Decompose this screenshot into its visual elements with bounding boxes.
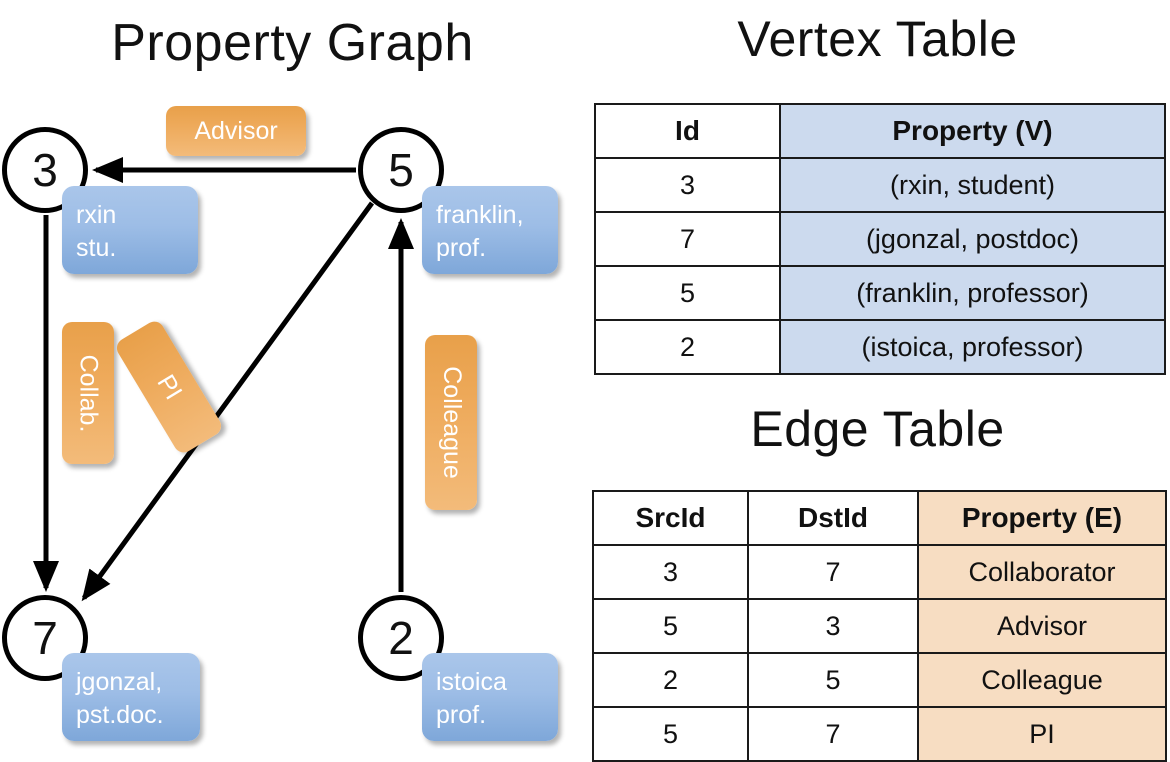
edge-cell-property: PI — [917, 706, 1167, 762]
graph-node-5[interactable]: 5 — [358, 127, 444, 213]
edge-5-to-7-arrow — [81, 201, 375, 602]
vertex-cell-property: (jgonzal, postdoc) — [779, 211, 1166, 267]
vertex-cell-property: (franklin, professor) — [779, 265, 1166, 321]
table-row: 5 (franklin, professor) — [594, 265, 1166, 321]
vertex-property-box-2-line1: istoica — [436, 668, 507, 696]
property-graph-diagram: 3 5 7 2 rxin stu. franklin, prof. jgonza… — [0, 0, 585, 760]
vertex-property-box-2-line2: prof. — [436, 701, 487, 729]
table-row: 3 7 Collaborator — [592, 544, 1167, 600]
edge-label-advisor-text: Advisor — [194, 116, 278, 145]
vertex-table-header-row: Id Property (V) — [594, 103, 1166, 159]
page-title-vertex-table: Vertex Table — [737, 11, 1018, 67]
edge-cell-srcid: 5 — [592, 598, 749, 654]
table-row: 7 (jgonzal, postdoc) — [594, 211, 1166, 267]
edge-label-collab-text: Collab. — [74, 354, 103, 432]
edge-table-header-dstid: DstId — [747, 490, 919, 546]
vertex-property-box-5: franklin, prof. — [422, 186, 558, 274]
table-row: 2 (istoica, professor) — [594, 319, 1166, 375]
edge-table-header-row: SrcId DstId Property (E) — [592, 490, 1167, 546]
edge-cell-srcid: 5 — [592, 706, 749, 762]
edge-label-colleague: Colleague — [425, 335, 477, 510]
graph-node-3-label: 3 — [32, 144, 58, 196]
vertex-cell-property: (rxin, student) — [779, 157, 1166, 213]
edge-cell-dstid: 3 — [747, 598, 919, 654]
edge-cell-property: Colleague — [917, 652, 1167, 708]
edge-table: SrcId DstId Property (E) 3 7 Collaborato… — [592, 490, 1167, 762]
vertex-table-header-property: Property (V) — [779, 103, 1166, 159]
table-row: 3 (rxin, student) — [594, 157, 1166, 213]
edge-table-header-srcid: SrcId — [592, 490, 749, 546]
vertex-property-box-3-line2: stu. — [76, 234, 117, 262]
edge-cell-srcid: 2 — [592, 652, 749, 708]
edge-cell-srcid: 3 — [592, 544, 749, 600]
vertex-property-box-7-line2: pst.doc. — [76, 701, 164, 729]
vertex-cell-property: (istoica, professor) — [779, 319, 1166, 375]
table-row: 5 3 Advisor — [592, 598, 1167, 654]
table-row: 2 5 Colleague — [592, 652, 1167, 708]
vertex-property-box-3: rxin stu. — [62, 186, 198, 274]
page-title-edge-table: Edge Table — [750, 401, 1005, 457]
vertex-property-box-7-line1: jgonzal, — [76, 668, 163, 696]
edge-cell-property: Collaborator — [917, 544, 1167, 600]
edge-label-advisor: Advisor — [166, 106, 306, 156]
graph-edge-arrows — [32, 156, 415, 602]
edge-label-pi-text: PI — [151, 369, 188, 405]
graph-node-2-label: 2 — [388, 612, 414, 664]
edge-label-colleague-text: Colleague — [437, 366, 466, 479]
graph-node-7-label: 7 — [32, 612, 58, 664]
vertex-cell-id: 2 — [594, 319, 781, 375]
vertex-cell-id: 7 — [594, 211, 781, 267]
edge-cell-dstid: 7 — [747, 706, 919, 762]
table-row: 5 7 PI — [592, 706, 1167, 762]
vertex-property-box-5-line2: prof. — [436, 234, 487, 262]
graph-node-5-label: 5 — [388, 144, 414, 196]
graph-node-2[interactable]: 2 — [358, 595, 444, 681]
vertex-table: Id Property (V) 3 (rxin, student) 7 (jgo… — [594, 103, 1166, 375]
edge-cell-property: Advisor — [917, 598, 1167, 654]
vertex-cell-id: 3 — [594, 157, 781, 213]
vertex-table-header-id: Id — [594, 103, 781, 159]
vertex-property-box-2: istoica prof. — [422, 653, 558, 741]
edge-cell-dstid: 7 — [747, 544, 919, 600]
vertex-property-box-3-line1: rxin — [76, 201, 117, 229]
vertex-property-box-7: jgonzal, pst.doc. — [62, 653, 200, 741]
vertex-cell-id: 5 — [594, 265, 781, 321]
page-title-property-graph: Property Graph — [111, 14, 474, 72]
vertex-property-box-5-line1: franklin, — [436, 201, 524, 229]
edge-cell-dstid: 5 — [747, 652, 919, 708]
edge-label-collab: Collab. — [62, 322, 114, 464]
edge-table-header-property: Property (E) — [917, 490, 1167, 546]
